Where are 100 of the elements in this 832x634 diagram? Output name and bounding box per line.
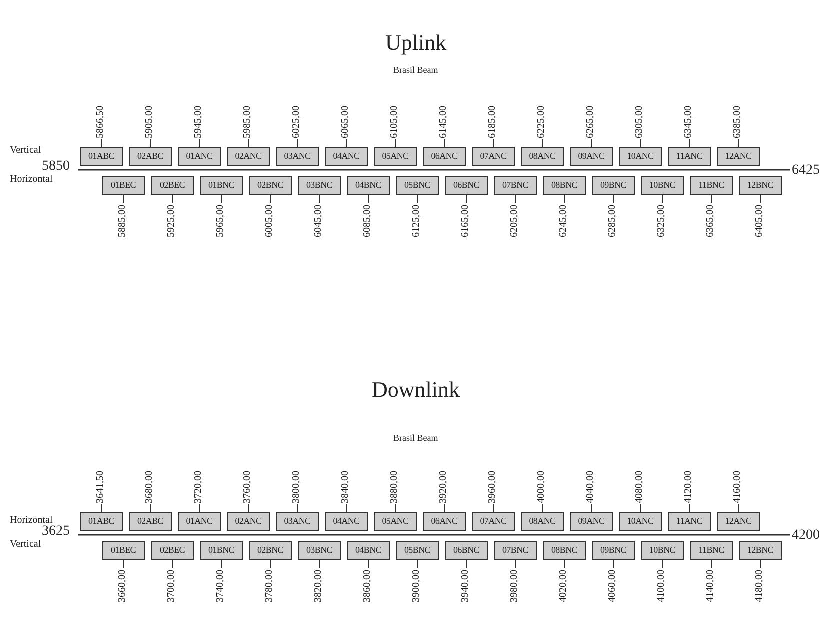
channel-box: 05ANC — [374, 512, 417, 531]
channel-box: 07ANC — [472, 147, 515, 166]
frequency-label: 6125,00 — [411, 205, 422, 238]
channel-box: 02BNC — [249, 176, 292, 195]
frequency-label: 6005,00 — [264, 205, 275, 238]
channel-box: 02BNC — [249, 541, 292, 560]
channel-box: 05BNC — [396, 541, 439, 560]
channel-box: 07ANC — [472, 512, 515, 531]
frequency-label: 4180,00 — [754, 570, 765, 602]
channel-box: 10BNC — [641, 176, 684, 195]
channel-box: 07BNC — [494, 541, 537, 560]
frequency-label: 4100,00 — [656, 570, 667, 602]
frequency-label: 4160,00 — [732, 470, 743, 503]
frequency-label: 6025,00 — [291, 106, 302, 138]
frequency-label: 3700,00 — [166, 570, 177, 602]
channel-box: 11ANC — [668, 147, 711, 166]
frequency-label: 6145,00 — [438, 106, 449, 138]
channel-box: 01BNC — [200, 541, 243, 560]
frequency-label: 3840,00 — [340, 470, 351, 503]
channel-box: 03BNC — [298, 541, 341, 560]
channel-box: 01ANC — [178, 512, 221, 531]
frequency-label: 3680,00 — [144, 470, 155, 503]
channel-box: 04ANC — [325, 147, 368, 166]
channel-box: 04ANC — [325, 512, 368, 531]
channel-box: 06ANC — [423, 512, 466, 531]
channel-box: 01BEC — [102, 541, 145, 560]
frequency-label: 5945,00 — [193, 106, 204, 138]
channel-box: 08ANC — [521, 512, 564, 531]
channel-box: 07BNC — [494, 176, 537, 195]
channel-box: 02ABC — [129, 147, 172, 166]
frequency-label: 3760,00 — [242, 470, 253, 503]
frequency-label: 3860,00 — [362, 570, 373, 602]
channel-box: 12ANC — [717, 147, 760, 166]
frequency-label: 6325,00 — [656, 205, 667, 238]
channel-box: 05ANC — [374, 147, 417, 166]
channel-box: 04BNC — [347, 541, 390, 560]
frequency-label: 6285,00 — [607, 205, 618, 238]
polarization-label: Horizontal — [10, 174, 53, 185]
channel-box: 10ANC — [619, 512, 662, 531]
frequency-label: 3820,00 — [313, 570, 324, 602]
frequency-label: 6085,00 — [362, 205, 373, 238]
frequency-label: 5905,00 — [144, 106, 155, 138]
frequency-label: 3980,00 — [509, 570, 520, 602]
frequency-label: 6065,00 — [340, 106, 351, 138]
frequency-label: 6185,00 — [487, 106, 498, 138]
frequency-label: 6345,00 — [683, 106, 694, 138]
frequency-label: 6405,00 — [754, 205, 765, 238]
channel-box: 01BNC — [200, 176, 243, 195]
channel-box: 09ANC — [570, 512, 613, 531]
channel-box: 08BNC — [543, 541, 586, 560]
channel-box: 02ANC — [227, 147, 270, 166]
band-edge-frequency: 5850 — [42, 159, 70, 175]
channel-box: 02BEC — [151, 176, 194, 195]
beam-label: Brasil Beam — [394, 433, 438, 443]
channel-box: 02BEC — [151, 541, 194, 560]
channel-box: 01ABC — [80, 147, 123, 166]
frequency-label: 6245,00 — [558, 205, 569, 238]
section-title: Uplink — [386, 30, 447, 56]
frequency-label: 5925,00 — [166, 205, 177, 238]
channel-box: 05BNC — [396, 176, 439, 195]
frequency-label: 3880,00 — [389, 470, 400, 503]
frequency-label: 5885,00 — [117, 205, 128, 238]
channel-box: 01BEC — [102, 176, 145, 195]
channel-box: 11BNC — [690, 176, 733, 195]
section-title: Downlink — [372, 377, 460, 403]
frequency-label: 6045,00 — [313, 205, 324, 238]
channel-box: 12BNC — [739, 176, 782, 195]
channel-box: 11ANC — [668, 512, 711, 531]
frequency-label: 3720,00 — [193, 470, 204, 503]
frequency-label: 3960,00 — [487, 470, 498, 503]
frequency-label: 6305,00 — [634, 106, 645, 138]
channel-box: 12BNC — [739, 541, 782, 560]
frequency-label: 6265,00 — [585, 106, 596, 138]
frequency-label: 5866,50 — [95, 106, 106, 138]
frequency-label: 4000,00 — [536, 470, 547, 503]
frequency-label: 4120,00 — [683, 470, 694, 503]
frequency-label: 4140,00 — [705, 570, 716, 602]
band-edge-frequency: 3625 — [42, 524, 70, 540]
polarization-label: Vertical — [10, 539, 42, 550]
frequency-label: 6165,00 — [460, 205, 471, 238]
frequency-label: 4040,00 — [585, 470, 596, 503]
channel-box: 08BNC — [543, 176, 586, 195]
channel-box: 03ANC — [276, 147, 319, 166]
frequency-label: 4020,00 — [558, 570, 569, 602]
frequency-label: 4060,00 — [607, 570, 618, 602]
frequency-label: 3920,00 — [438, 470, 449, 503]
frequency-label: 6385,00 — [732, 106, 743, 138]
frequency-label: 6365,00 — [705, 205, 716, 238]
channel-box: 09ANC — [570, 147, 613, 166]
channel-box: 09BNC — [592, 541, 635, 560]
channel-box: 01ABC — [80, 512, 123, 531]
frequency-label: 3780,00 — [264, 570, 275, 602]
frequency-label: 3641,50 — [95, 470, 106, 503]
channel-box: 10BNC — [641, 541, 684, 560]
frequency-label: 6225,00 — [536, 106, 547, 138]
frequency-label: 3740,00 — [215, 570, 226, 602]
channel-box: 11BNC — [690, 541, 733, 560]
band-edge-frequency: 6425 — [792, 163, 820, 179]
channel-box: 04BNC — [347, 176, 390, 195]
beam-label: Brasil Beam — [394, 65, 438, 75]
